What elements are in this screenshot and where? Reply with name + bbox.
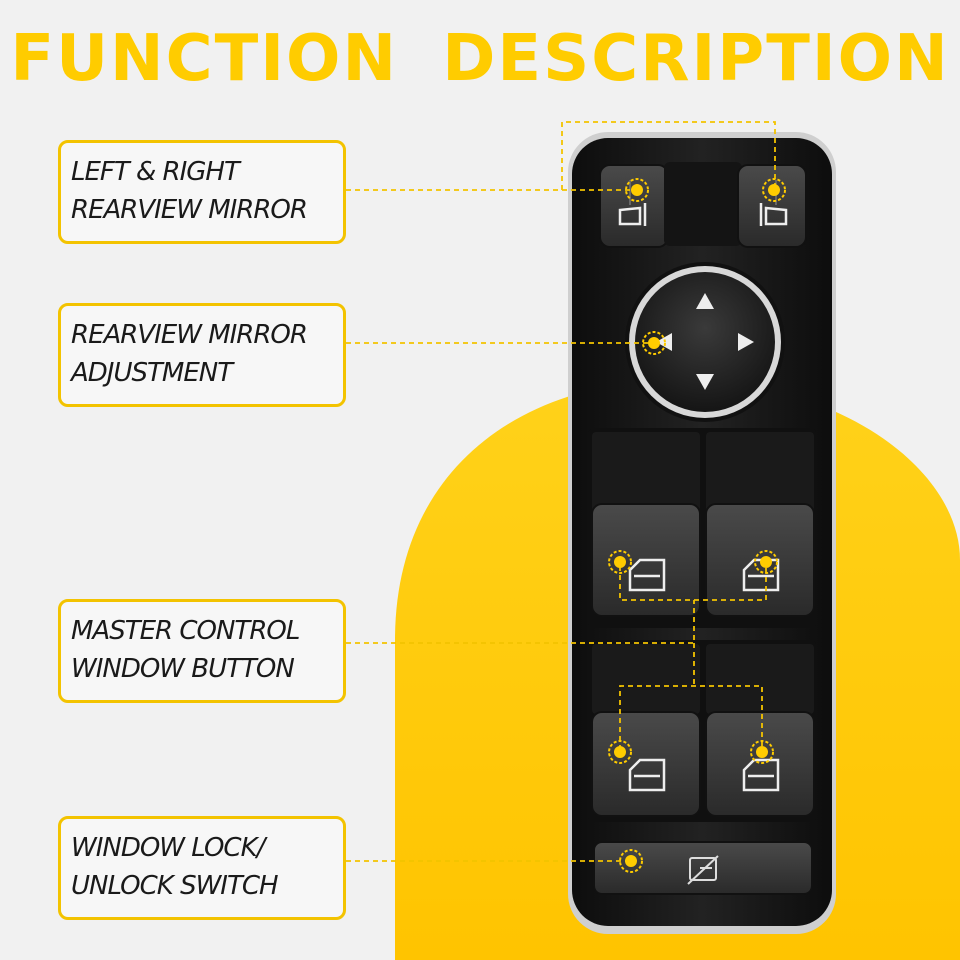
label-rearview-mirror: LEFT & RIGHT REARVIEW MIRROR [58, 140, 346, 244]
label-line: MASTER CONTROL [71, 616, 300, 646]
mirror-center-panel [664, 162, 742, 246]
label-line: WINDOW LOCK/ [71, 833, 265, 863]
arrow-up-icon[interactable] [696, 293, 714, 309]
mirror-left-button[interactable] [599, 164, 669, 248]
callout-markers [608, 178, 786, 873]
label-line: UNLOCK SWITCH [71, 871, 279, 901]
window-lock-icon [687, 855, 719, 885]
label-line: LEFT & RIGHT [71, 157, 240, 187]
label-line: REARVIEW MIRROR [71, 195, 308, 225]
window-button-rear-left[interactable] [591, 711, 701, 817]
window-icon [628, 758, 666, 792]
mirror-left-icon [618, 203, 647, 226]
window-icon [628, 558, 666, 592]
label-mirror-adjustment: REARVIEW MIRROR ADJUSTMENT [58, 303, 346, 407]
window-button-rear-right[interactable] [705, 711, 815, 817]
arrow-down-icon[interactable] [696, 374, 714, 390]
mirror-right-icon [759, 203, 788, 226]
callout-lines [346, 121, 776, 862]
arrow-right-icon[interactable] [738, 333, 754, 351]
label-master-control: MASTER CONTROL WINDOW BUTTON [58, 599, 346, 703]
mirror-right-button[interactable] [737, 164, 807, 248]
label-line: WINDOW BUTTON [71, 654, 295, 684]
label-line: ADJUSTMENT [71, 358, 233, 388]
window-icon [742, 758, 780, 792]
label-window-lock: WINDOW LOCK/ UNLOCK SWITCH [58, 816, 346, 920]
page-title: FUNCTION DESCRIPTION [10, 22, 950, 96]
mirror-adjust-knob[interactable] [635, 272, 775, 412]
label-line: REARVIEW MIRROR [71, 320, 308, 350]
